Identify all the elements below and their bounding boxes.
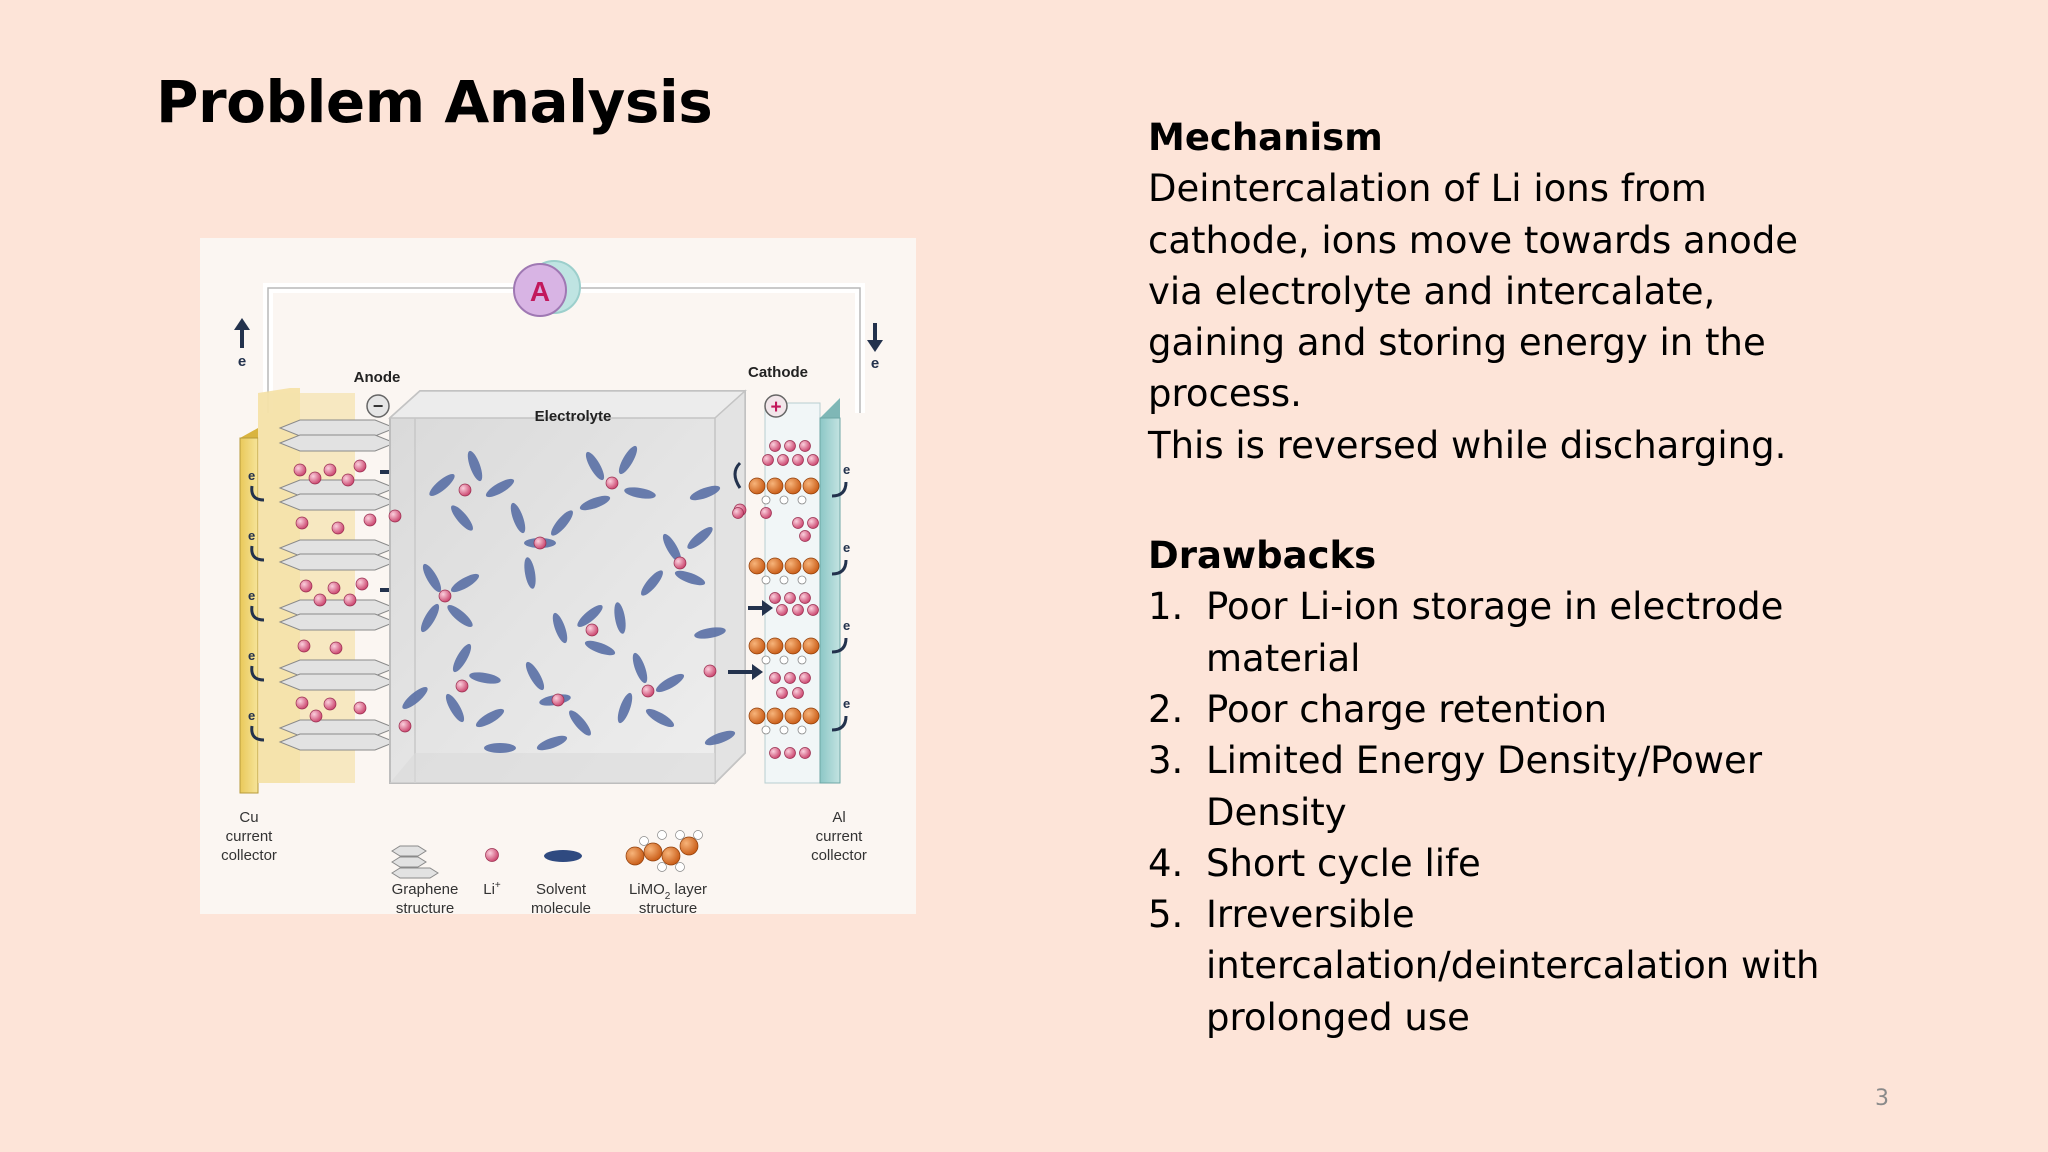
mechanism-line: gaining and storing energy in the <box>1148 321 1766 365</box>
list-item-line: Poor Li-ion storage in electrode <box>1206 585 1784 629</box>
electron-up-arrowhead-icon <box>234 318 250 330</box>
anode-minus-icon <box>366 394 390 418</box>
mechanism-heading: Mechanism <box>1148 116 1383 159</box>
legend-li-label: Li+ <box>483 880 501 898</box>
battery-diagram-svg: A e e Anode Cathode − <box>221 260 883 914</box>
anode-minus-sign: − <box>373 396 384 416</box>
electrolyte-box <box>389 390 746 784</box>
cathode-in-arrows-icon <box>728 600 773 680</box>
svg-text:e: e <box>248 648 255 663</box>
mechanism-line: via electrolyte and intercalate, <box>1148 269 1716 313</box>
al-collector-line2: current <box>816 828 864 845</box>
list-item-line: Limited Energy Density/Power <box>1206 739 1763 783</box>
cu-collector-line3: collector <box>221 847 277 864</box>
anode-electron-arrows: e e e e e <box>248 468 255 723</box>
electron-down-arrowhead-icon <box>867 340 883 352</box>
legend-graphene-icon <box>391 845 439 879</box>
legend-limo-icon <box>625 830 703 872</box>
legend-solvent-line1: Solvent <box>536 881 587 898</box>
ammeter-label: A <box>530 276 550 307</box>
list-item: 1. Poor Li-ion storage in electrode mate… <box>1148 581 2008 684</box>
al-collector-line1: Al <box>832 809 845 826</box>
legend-li-icon <box>485 848 499 862</box>
electrolyte-floor <box>390 753 715 783</box>
cathode-plus-icon <box>764 394 788 418</box>
svg-text:e: e <box>843 618 850 633</box>
legend-graphene-line1: Graphene <box>392 881 459 898</box>
legend-solvent-line2: molecule <box>531 900 591 914</box>
legend-graphene-line2: structure <box>396 900 454 914</box>
cathode-li-ions <box>732 440 819 759</box>
ammeter-icon <box>513 263 567 317</box>
anode-curved-arrows-icon <box>250 485 265 742</box>
svg-text:e: e <box>843 696 850 711</box>
svg-text:e: e <box>248 468 255 483</box>
text-column: Mechanism Deintercalation of Li ions fro… <box>1148 112 2008 1043</box>
slide-title: Problem Analysis <box>156 68 713 136</box>
list-item-number: 5. <box>1148 893 1184 937</box>
cathode-oxygen <box>761 495 807 735</box>
list-item: 5. Irreversible intercalation/deintercal… <box>1148 889 2008 1043</box>
mechanism-line: process. <box>1148 372 1302 416</box>
electrolyte-side-face <box>714 389 746 785</box>
list-item-line: prolonged use <box>1206 995 1470 1039</box>
list-item-line: intercalation/deintercalation with <box>1206 944 1820 988</box>
mechanism-reverse-note: This is reversed while discharging. <box>1148 423 1787 467</box>
list-item-number: 1. <box>1148 585 1184 629</box>
list-item-line: Density <box>1206 790 1347 834</box>
list-item-number: 4. <box>1148 841 1184 885</box>
battery-diagram: A e e Anode Cathode − <box>200 238 916 914</box>
anode-li-ions <box>293 459 377 723</box>
cathode-plus-sign: + <box>770 397 781 418</box>
list-item: 3. Limited Energy Density/Power Density <box>1148 735 2008 838</box>
list-item-line: material <box>1206 636 1361 680</box>
svg-text:e: e <box>248 528 255 543</box>
mechanism-line: Deintercalation of Li ions from <box>1148 167 1707 211</box>
cathode-curved-arrow-icon <box>733 461 742 489</box>
list-item-line: Poor charge retention <box>1206 687 1608 731</box>
cathode-electron-arrows: e e e e <box>843 462 850 711</box>
cathode-label: Cathode <box>748 364 808 381</box>
al-collector-line3: collector <box>811 847 867 864</box>
section-gap <box>1148 471 2008 530</box>
anode-collector <box>239 437 259 794</box>
mechanism-line: cathode, ions move towards anode <box>1148 218 1799 262</box>
electron-left-label: e <box>238 353 246 370</box>
drawbacks-list: 1. Poor Li-ion storage in electrode mate… <box>1148 581 2008 1043</box>
list-item-number: 2. <box>1148 687 1184 731</box>
electrolyte-li-ions <box>388 476 747 733</box>
solvent-molecules <box>402 445 736 753</box>
anode-label: Anode <box>354 369 401 386</box>
svg-text:e: e <box>843 540 850 555</box>
page-number: 3 <box>1875 1086 1889 1111</box>
cu-collector-line1: Cu <box>239 809 258 826</box>
list-item-number: 3. <box>1148 739 1184 783</box>
legend-limo-line1: LiMO2 layer <box>629 881 707 902</box>
cathode-metal-oxide <box>748 477 820 725</box>
legend: Graphene structure Li+ Solvent molecule … <box>391 830 707 914</box>
cathode-curved-arrows-icon <box>831 481 848 732</box>
legend-solvent-icon <box>544 850 582 862</box>
legend-limo-line2: structure <box>639 900 697 914</box>
electrolyte-label: Electrolyte <box>535 408 612 425</box>
list-item: 2. Poor charge retention <box>1148 684 2008 735</box>
svg-text:e: e <box>248 588 255 603</box>
list-item: 4. Short cycle life <box>1148 838 2008 889</box>
svg-text:e: e <box>248 708 255 723</box>
drawbacks-heading: Drawbacks <box>1148 534 1377 578</box>
cathode-collector <box>819 417 841 784</box>
electron-right-label: e <box>871 355 879 372</box>
graphene-stacks <box>278 419 397 751</box>
list-item-line: Irreversible <box>1206 893 1415 937</box>
list-item-line: Short cycle life <box>1206 841 1481 885</box>
cu-collector-line2: current <box>226 828 274 845</box>
svg-text:e: e <box>843 462 850 477</box>
